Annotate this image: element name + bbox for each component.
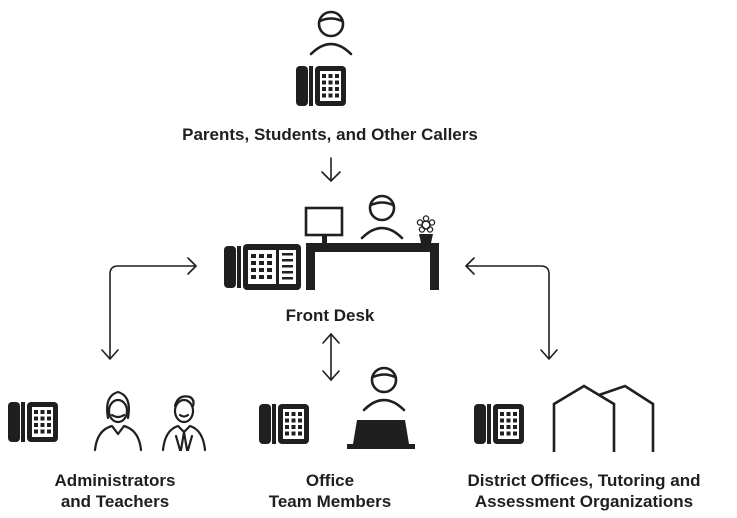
callers-node <box>296 10 353 106</box>
arrow-front-desk-office-team <box>322 332 340 382</box>
front-desk-label: Front Desk <box>285 306 375 325</box>
admins-node <box>8 390 207 452</box>
arrow-callers-to-front-desk <box>321 157 341 183</box>
district-label: District Offices, Tutoring and Assessmen… <box>434 470 734 512</box>
desk-phone-icon <box>474 404 524 444</box>
woman-icon <box>93 390 143 452</box>
admins-label-line2: and Teachers <box>60 492 170 511</box>
office-team-label: Office Team Members <box>240 470 420 512</box>
man-icon <box>161 395 207 452</box>
desk-phone-icon <box>296 66 346 106</box>
receptionist-icon <box>360 194 404 240</box>
admins-label-line1: Administrators <box>54 471 176 490</box>
district-label-line1: District Offices, Tutoring and <box>467 471 701 490</box>
desk-phone-icon <box>259 404 309 444</box>
office-team-label-line2: Team Members <box>268 492 392 511</box>
monitor-icon <box>304 206 344 245</box>
buildings-outline-icon <box>552 384 655 452</box>
callers-label: Parents, Students, and Other Callers <box>182 125 478 144</box>
flower-pot-icon <box>416 215 436 243</box>
district-label-line2: Assessment Organizations <box>474 492 694 511</box>
admins-label: Administrators and Teachers <box>20 470 210 512</box>
arrow-front-desk-district <box>465 257 558 360</box>
arrow-front-desk-admins <box>101 257 197 360</box>
district-node <box>474 384 655 452</box>
person-icon <box>309 10 353 56</box>
person-at-laptop-icon <box>347 366 415 449</box>
desk-phone-icon <box>8 402 58 442</box>
office-team-node <box>259 366 415 449</box>
front-desk-node <box>224 194 439 290</box>
office-team-label-line1: Office <box>305 471 355 490</box>
multiline-phone-icon <box>224 244 301 290</box>
desk-icon <box>306 243 439 290</box>
